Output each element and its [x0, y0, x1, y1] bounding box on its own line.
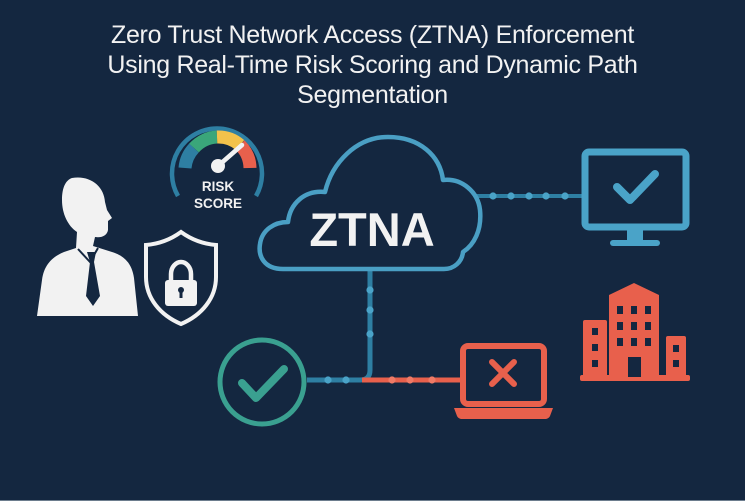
title-line-3: Segmentation	[297, 81, 448, 109]
gauge-label-score: SCORE	[194, 196, 242, 211]
gauge-label-risk: RISK	[202, 179, 235, 194]
title-line-1: Zero Trust Network Access (ZTNA) Enforce…	[110, 21, 635, 49]
path-denied-to-laptop	[362, 376, 462, 384]
path-cloud-to-check	[307, 270, 374, 384]
shield-lock-icon	[144, 229, 218, 327]
risk-gauge-icon: RISK SCORE	[169, 126, 265, 211]
user-icon	[37, 177, 138, 316]
monitor-check-icon	[581, 148, 690, 246]
cloud-icon: ZTNA	[257, 134, 483, 272]
path-cloud-to-monitor	[466, 192, 586, 200]
cloud-label: ZTNA	[309, 203, 434, 256]
building-icon	[580, 283, 690, 381]
circle-check-icon	[217, 337, 307, 427]
laptop-x-icon	[454, 343, 553, 419]
page-title: Zero Trust Network Access (ZTNA) Enforce…	[0, 20, 745, 110]
title-line-2: Using Real-Time Risk Scoring and Dynamic…	[107, 51, 638, 79]
